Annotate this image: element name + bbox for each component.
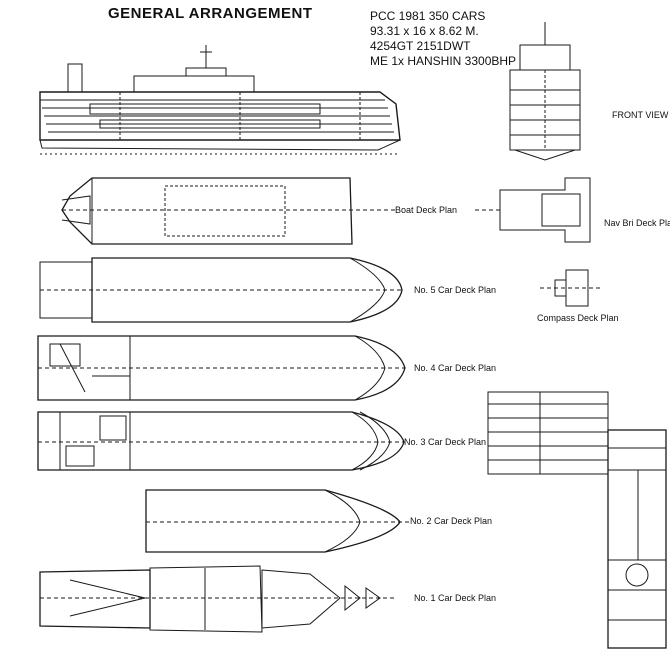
no1-car-deck-plan-drawing xyxy=(39,565,395,633)
no5-car-deck-plan-drawing xyxy=(39,257,403,323)
no4-car-deck-label: No. 4 Car Deck Plan xyxy=(414,363,497,373)
no4-car-deck-plan-drawing xyxy=(37,335,406,401)
no2-car-deck-label: No. 2 Car Deck Plan xyxy=(410,516,493,526)
no3-car-deck-label: No. 3 Car Deck Plan xyxy=(404,437,487,447)
no5-car-deck-label: No. 5 Car Deck Plan xyxy=(414,285,497,295)
nav-bri-deck-label: Nav Bri Deck Plan xyxy=(604,218,670,228)
compass-deck-plan-drawing xyxy=(540,269,600,307)
specification-table-drawing xyxy=(487,391,609,475)
drawing-title: GENERAL ARRANGEMENT xyxy=(108,5,313,22)
compass-deck-label: Compass Deck Plan xyxy=(537,313,619,323)
no2-car-deck-plan-drawing xyxy=(145,489,410,553)
spec-line-dimensions: 93.31 x 16 x 8.62 M. xyxy=(370,24,479,38)
front-view-label: FRONT VIEW xyxy=(612,110,669,120)
side-profile-drawing xyxy=(39,45,401,155)
title-block-drawing xyxy=(607,429,667,649)
boat-deck-plan-drawing xyxy=(61,177,395,245)
spec-line-engine: ME 1x HANSHIN 3300BHP xyxy=(370,54,517,68)
spec-line-tonnage: 4254GT 2151DWT xyxy=(370,39,471,53)
no3-car-deck-plan-drawing xyxy=(37,411,405,471)
spec-line-type: PCC 1981 350 CARS xyxy=(370,9,486,23)
no1-car-deck-label: No. 1 Car Deck Plan xyxy=(414,593,497,603)
nav-bridge-deck-plan-drawing xyxy=(475,177,591,243)
front-view-drawing xyxy=(509,22,581,161)
boat-deck-label: Boat Deck Plan xyxy=(395,205,458,215)
